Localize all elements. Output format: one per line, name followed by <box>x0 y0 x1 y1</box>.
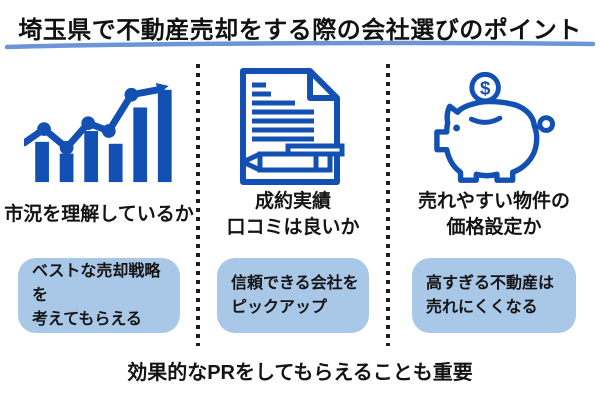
bar-chart-growth-icon <box>0 52 198 186</box>
document-pen-icon <box>198 52 388 186</box>
dollar-symbol: $ <box>480 78 491 99</box>
point-label: 売れやすい物件の 価格設定か <box>417 191 570 238</box>
benefit-bubble: 信頼できる会社を ピックアップ <box>217 258 369 333</box>
footer-note: 効果的なPRをしてもらえることも重要 <box>127 362 473 384</box>
point-column-track-record: 成約実績 口コミは良いか 信頼できる会社を ピックアップ <box>198 52 388 333</box>
column-divider-left <box>196 64 200 346</box>
point-label: 成約実績 口コミは良いか <box>226 191 360 238</box>
points-row: 市況を理解しているか ベストな売却戦略を 考えてもらえる <box>0 52 600 333</box>
page-title: 埼玉県で不動産売却をする際の会社選びのポイント <box>18 17 582 44</box>
point-column-market: 市況を理解しているか ベストな売却戦略を 考えてもらえる <box>0 52 198 333</box>
benefit-bubble: 高すぎる不動産は 売れにくくなる <box>412 258 576 333</box>
benefit-bubble: ベストな売却戦略を 考えてもらえる <box>18 258 180 333</box>
point-label: 市況を理解しているか <box>4 204 194 225</box>
point-column-pricing: $ 売れやすい物件の 価格設定か 高すぎる不動産は 売れにくくなる <box>388 52 600 333</box>
piggy-bank-coin-icon: $ <box>388 52 600 186</box>
title-underline <box>4 40 596 50</box>
column-divider-right <box>386 64 390 346</box>
